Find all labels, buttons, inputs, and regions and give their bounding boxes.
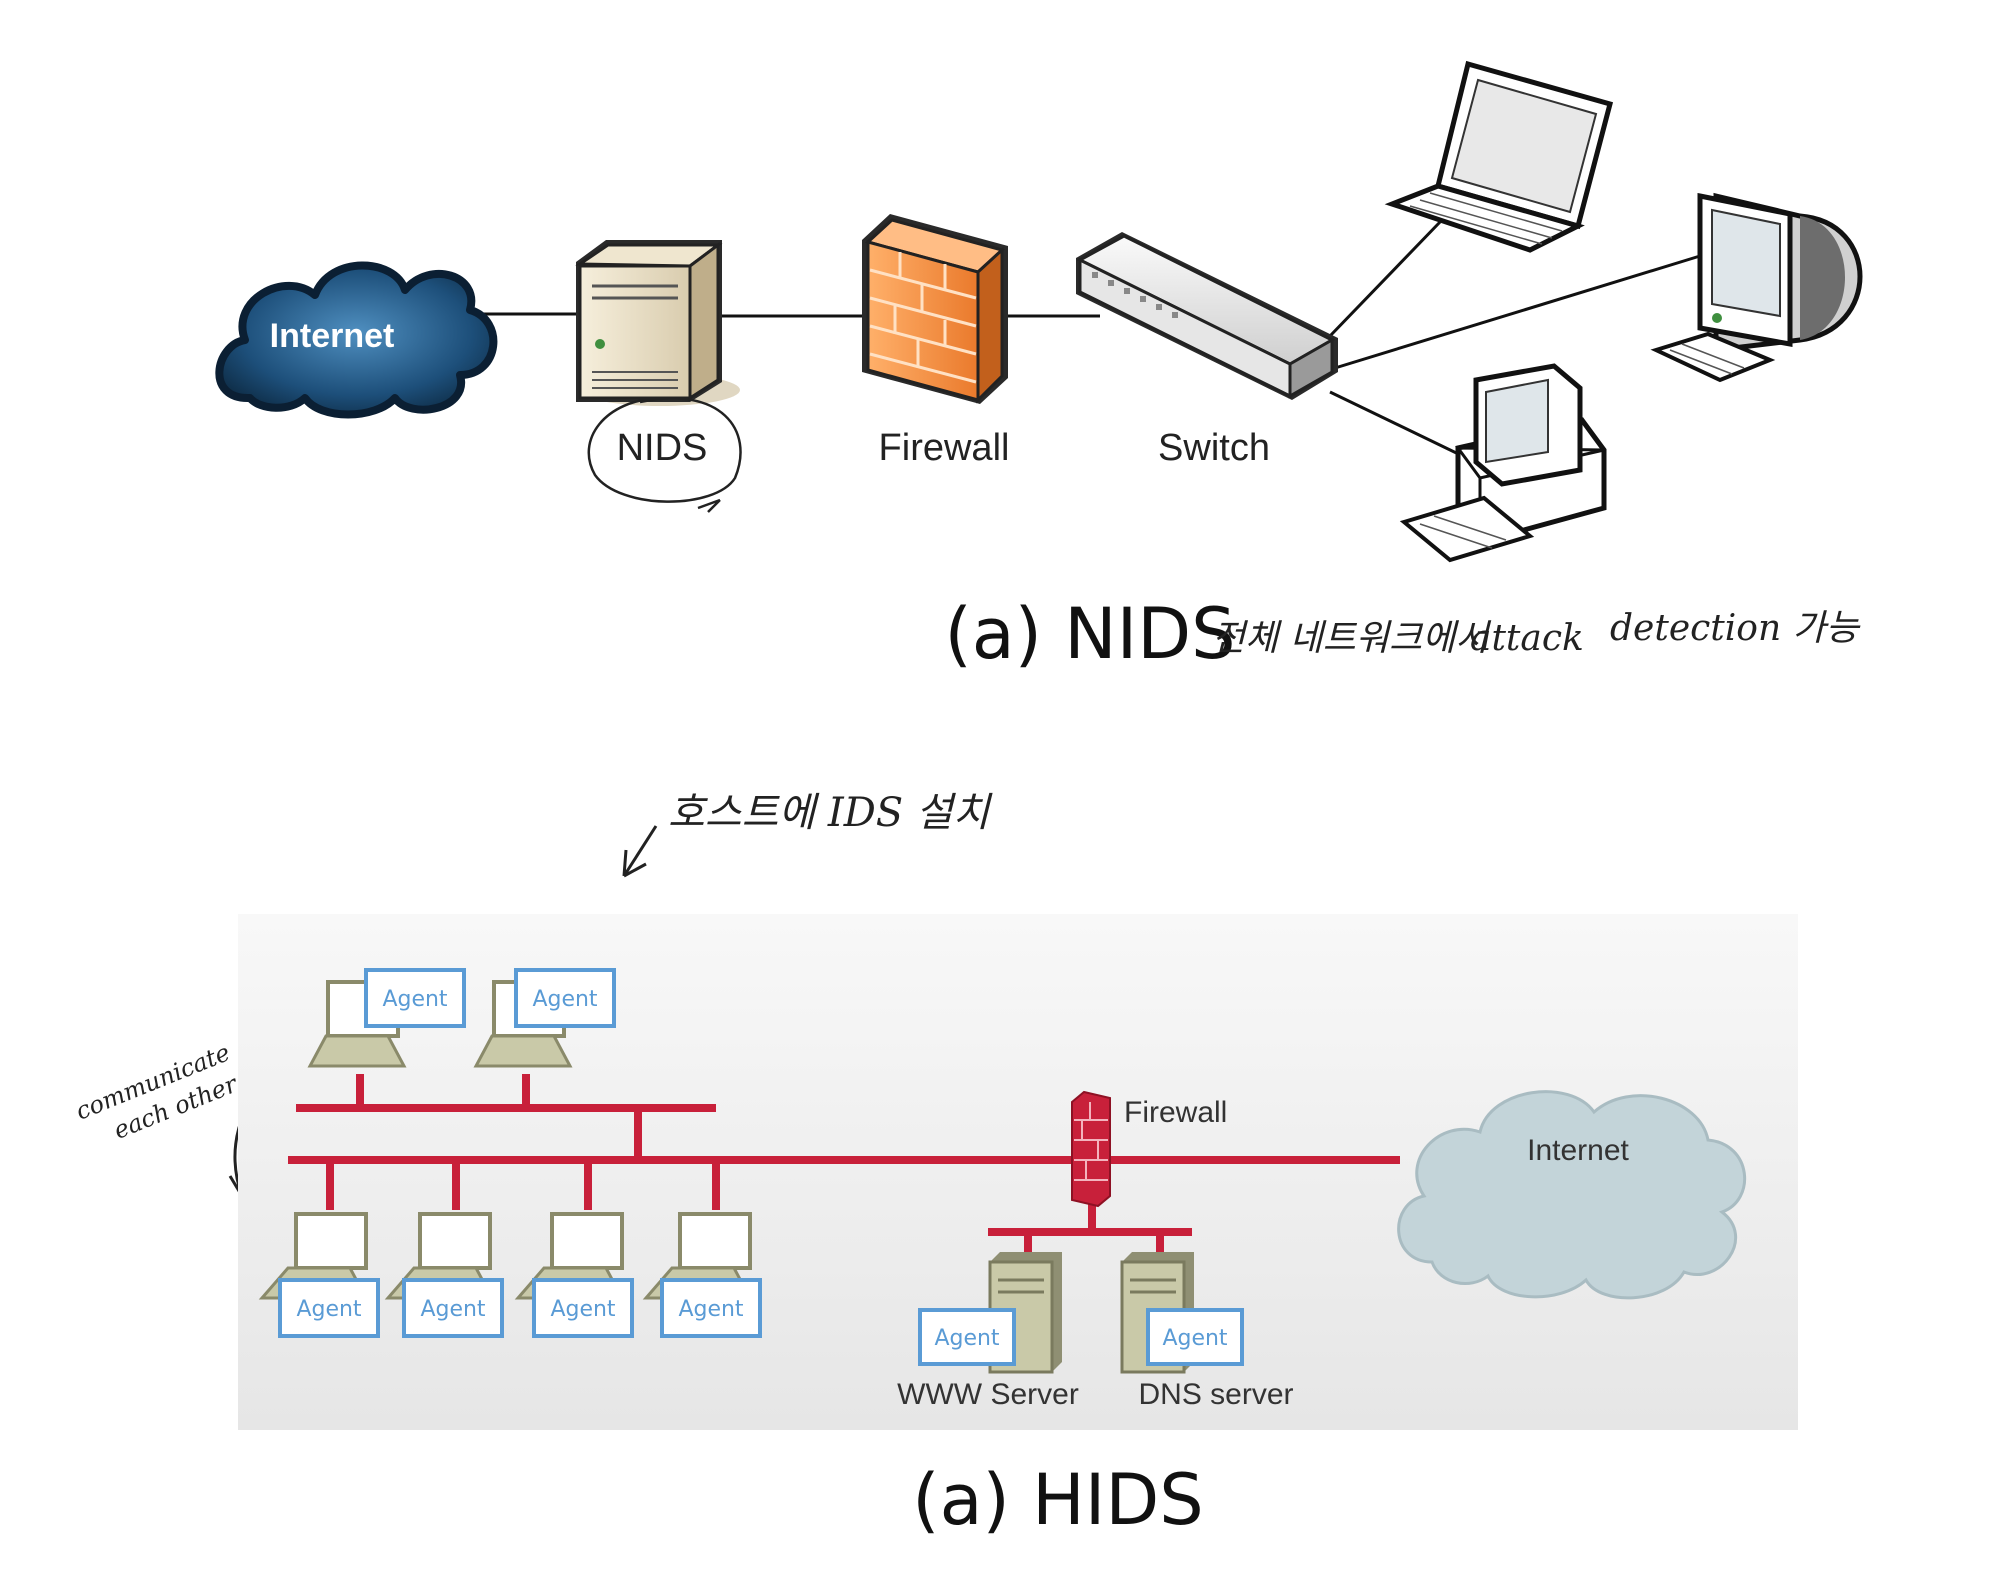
- nids-caption: (a) NIDS: [944, 593, 1235, 675]
- hids-diagram: 호스트에 IDS 설치 communicate each other Inter…: [72, 790, 1798, 1541]
- agent-label: Agent: [532, 987, 597, 1012]
- nids-handwritten-note-detection: detection 가능: [1610, 608, 1861, 649]
- internet-label: Internet: [270, 317, 395, 355]
- agent-box: Agent: [532, 1278, 634, 1338]
- firewall-icon: [862, 214, 1008, 404]
- hids-firewall-label: Firewall: [1124, 1096, 1227, 1129]
- desktop-pc-icon: [1399, 363, 1607, 563]
- hids-caption: (a) HIDS: [912, 1459, 1203, 1541]
- monitor-icon: [1650, 192, 1863, 383]
- laptop-icon: [1384, 60, 1614, 253]
- nids-diagram: Internet NIDS: [215, 60, 1863, 675]
- agent-label: Agent: [678, 1297, 743, 1322]
- hids-internet-cloud-icon: Internet: [1397, 1090, 1747, 1300]
- agent-box: Agent: [402, 1278, 504, 1338]
- switch-label: Switch: [1158, 427, 1270, 469]
- agent-box: Agent: [918, 1308, 1016, 1366]
- nids-links: [440, 220, 1701, 464]
- www-server-label: WWW Server: [897, 1378, 1079, 1411]
- agent-label: Agent: [420, 1297, 485, 1322]
- hids-handwritten-top-note: 호스트에 IDS 설치: [668, 790, 993, 836]
- agent-label: Agent: [1162, 1326, 1227, 1351]
- hids-network-lines: [288, 1074, 1400, 1256]
- handwritten-circle-nids: [587, 396, 742, 503]
- nids-label: NIDS: [617, 427, 708, 469]
- nids-server-icon: [575, 240, 740, 406]
- agent-label: Agent: [934, 1326, 999, 1351]
- firewall-label: Firewall: [879, 427, 1010, 469]
- hids-internet-label: Internet: [1527, 1134, 1629, 1167]
- switch-icon: [1076, 232, 1338, 400]
- agent-box: Agent: [1146, 1308, 1244, 1366]
- agent-label: Agent: [550, 1297, 615, 1322]
- nids-handwritten-note-ko: 전체 네트워크에서: [1212, 618, 1492, 659]
- handwritten-arrow-icon: [622, 825, 658, 878]
- agent-box: Agent: [514, 968, 616, 1028]
- dns-server-label: DNS server: [1138, 1378, 1293, 1411]
- agent-box: Agent: [278, 1278, 380, 1338]
- agent-label: Agent: [382, 987, 447, 1012]
- agent-box: Agent: [660, 1278, 762, 1338]
- agent-label: Agent: [296, 1297, 361, 1322]
- hids-firewall-icon: Firewall: [1071, 1090, 1227, 1208]
- internet-cloud-icon: Internet: [215, 261, 498, 419]
- agent-box: Agent: [364, 968, 466, 1028]
- nids-handwritten-note-attack: attack: [1470, 618, 1584, 659]
